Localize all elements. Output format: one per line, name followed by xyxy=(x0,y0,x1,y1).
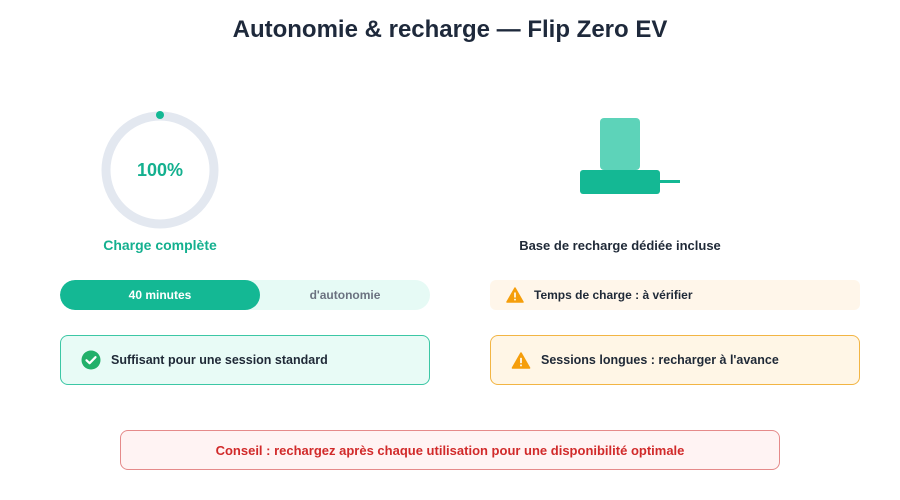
battery-ring-marker xyxy=(156,111,164,119)
tip-label: Conseil : rechargez après chaque utilisa… xyxy=(215,442,685,458)
autonomy-suffix: d'autonomie xyxy=(309,288,381,302)
battery-ring-graphic xyxy=(101,111,219,229)
charger-included-label: Base de recharge dédiée incluse xyxy=(519,238,721,253)
battery-status-label: Charge complète xyxy=(103,237,217,253)
session-long-label: Sessions longues : recharger à l'avance xyxy=(541,353,779,367)
charge-time-label: Temps de charge : à vérifier xyxy=(534,288,693,302)
session-ok-card: Suffisant pour une session standard xyxy=(60,335,430,385)
page-title: Autonomie & recharge — Flip Zero EV xyxy=(232,16,668,43)
charge-time-note: Temps de charge : à vérifier xyxy=(490,280,860,310)
session-long-card: Sessions longues : recharger à l'avance xyxy=(490,335,860,385)
session-ok-label: Suffisant pour une session standard xyxy=(111,353,328,367)
autonomy-value: 40 minutes xyxy=(60,280,260,310)
warning-icon xyxy=(506,287,524,303)
check-circle-icon xyxy=(81,350,101,370)
battery-percentage: 100% xyxy=(136,159,184,180)
dock-cable xyxy=(660,180,680,183)
charging-dock-icon xyxy=(570,110,690,200)
autonomy-bar: 40 minutes d'autonomie xyxy=(60,280,430,310)
warning-icon xyxy=(511,351,531,369)
tip-banner: Conseil : rechargez après chaque utilisa… xyxy=(120,430,780,470)
dock-base xyxy=(580,170,660,194)
device-on-dock xyxy=(600,118,640,170)
battery-ring: 100% xyxy=(100,110,220,230)
